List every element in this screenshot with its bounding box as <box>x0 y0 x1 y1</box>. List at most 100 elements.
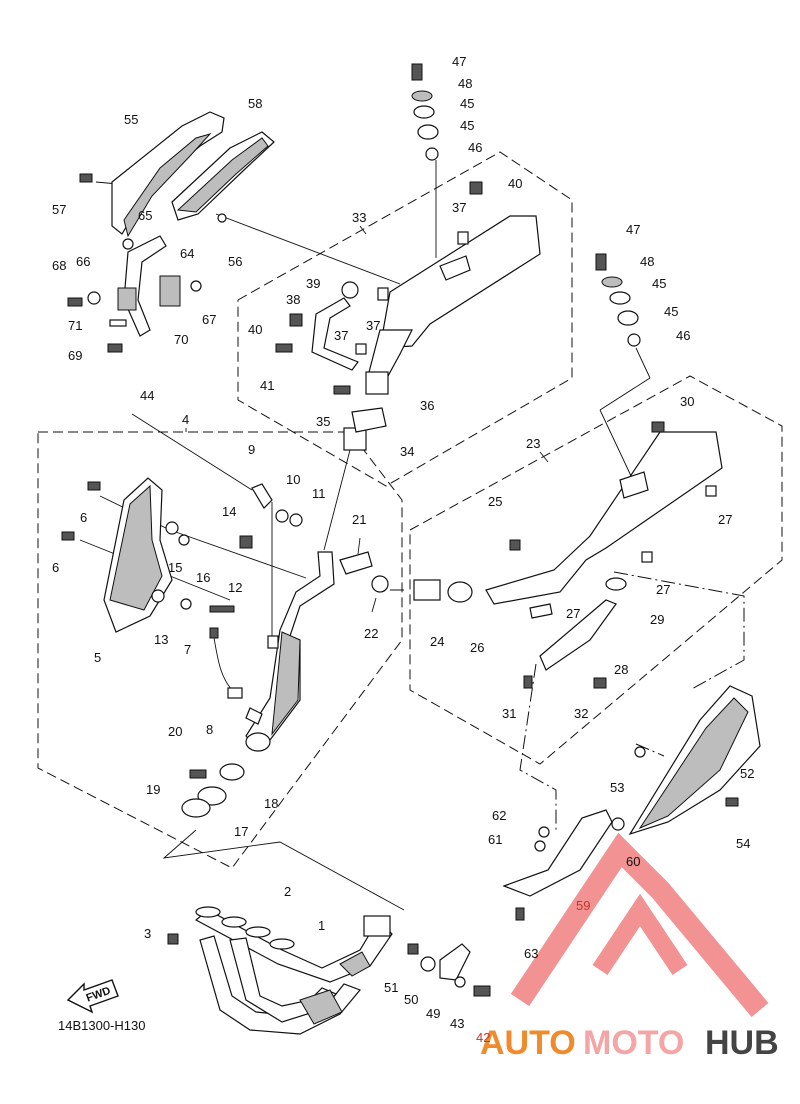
parts-21-22-24-26 <box>339 551 473 603</box>
callout-67: 67 <box>202 312 216 327</box>
diagram-code: 14B1300-H130 <box>58 1018 145 1033</box>
callout-23: 23 <box>526 436 540 451</box>
callout-61: 61 <box>488 832 502 847</box>
callout-7: 7 <box>184 642 191 657</box>
callout-44: 44 <box>140 388 154 403</box>
callout-41: 41 <box>260 378 274 393</box>
callout-57: 57 <box>52 202 66 217</box>
callout-32: 32 <box>574 706 588 721</box>
callout-39: 39 <box>306 276 320 291</box>
callout-43: 43 <box>450 1016 464 1031</box>
callout-14: 14 <box>222 504 236 519</box>
callout-26: 26 <box>470 640 484 655</box>
callout-28: 28 <box>614 662 628 677</box>
callout-50: 50 <box>404 992 418 1007</box>
callout-71: 71 <box>68 318 82 333</box>
callout-13: 13 <box>154 632 168 647</box>
callout-6: 6 <box>80 510 87 525</box>
callout-47: 47 <box>452 54 466 69</box>
callout-4: 4 <box>182 412 189 427</box>
parts-42-51 <box>407 943 491 997</box>
callout-48: 48 <box>458 76 472 91</box>
part-52-side-cover <box>628 685 761 836</box>
callout-12: 12 <box>228 580 242 595</box>
part-28-bracket <box>523 599 617 689</box>
callout-65: 65 <box>138 208 152 223</box>
part-1-exhaust-header <box>167 906 393 1035</box>
callout-36: 36 <box>420 398 434 413</box>
part-38-bracket <box>275 281 367 371</box>
part-23-right-muffler <box>485 421 723 619</box>
callout-45: 45 <box>460 96 474 111</box>
group-33-boundary <box>237 151 573 487</box>
callout-37: 37 <box>366 318 380 333</box>
callout-51: 51 <box>384 980 398 995</box>
stack-47-46-right <box>595 253 641 347</box>
callout-58: 58 <box>248 96 262 111</box>
callout-59: 59 <box>576 898 590 913</box>
stack-47-46-top <box>411 63 439 161</box>
group-23-boundary <box>409 375 783 765</box>
callout-52: 52 <box>740 766 754 781</box>
callout-6: 6 <box>52 560 59 575</box>
parts-9-10-11 <box>239 483 303 549</box>
fwd-arrow: FWD <box>66 979 119 1014</box>
callout-9: 9 <box>248 442 255 457</box>
callout-37: 37 <box>452 200 466 215</box>
callout-22: 22 <box>364 626 378 641</box>
callout-38: 38 <box>286 292 300 307</box>
callout-42: 42 <box>476 1030 490 1045</box>
callout-54: 54 <box>736 836 750 851</box>
callout-34: 34 <box>400 444 414 459</box>
callout-64: 64 <box>180 246 194 261</box>
callout-8: 8 <box>206 722 213 737</box>
callout-11: 11 <box>312 486 326 501</box>
callout-16: 16 <box>196 570 210 585</box>
callout-47: 47 <box>626 222 640 237</box>
callout-19: 19 <box>146 782 160 797</box>
callout-45: 45 <box>664 304 678 319</box>
callout-29: 29 <box>650 612 664 627</box>
fasteners-top-left <box>67 173 227 353</box>
callout-53: 53 <box>610 780 624 795</box>
callout-3: 3 <box>144 926 151 941</box>
callout-46: 46 <box>676 328 690 343</box>
callout-46: 46 <box>468 140 482 155</box>
callout-17: 17 <box>234 824 248 839</box>
callout-49: 49 <box>426 1006 440 1021</box>
callout-numbers: 1234566789101112131415161718192021222324… <box>52 54 754 1045</box>
callout-69: 69 <box>68 348 82 363</box>
callout-30: 30 <box>680 394 694 409</box>
part-33-rear-muffler <box>365 181 541 395</box>
group-4-boundary <box>37 431 403 869</box>
callout-21: 21 <box>352 512 366 527</box>
callout-5: 5 <box>94 650 101 665</box>
callout-24: 24 <box>430 634 444 649</box>
leader-lines <box>79 160 745 911</box>
watermark-moto: MOTO <box>583 1024 684 1062</box>
callout-45: 45 <box>460 118 474 133</box>
part-59-lower-cover <box>502 809 625 921</box>
callout-62: 62 <box>492 808 506 823</box>
callout-1: 1 <box>318 918 325 933</box>
callout-48: 48 <box>640 254 654 269</box>
part-8-sensor <box>209 627 263 725</box>
callout-15: 15 <box>168 560 182 575</box>
callout-10: 10 <box>286 472 300 487</box>
callout-70: 70 <box>174 332 188 347</box>
watermark-logo <box>510 832 769 1018</box>
callout-40: 40 <box>508 176 522 191</box>
callout-60: 60 <box>626 854 640 869</box>
callout-27: 27 <box>566 606 580 621</box>
callout-27: 27 <box>656 582 670 597</box>
callout-40: 40 <box>248 322 262 337</box>
group-boundaries <box>37 151 783 869</box>
callout-31: 31 <box>502 706 516 721</box>
callout-18: 18 <box>264 796 278 811</box>
part-64-bracket <box>117 235 181 337</box>
callout-2: 2 <box>284 884 291 899</box>
callout-37: 37 <box>334 328 348 343</box>
part-5-heat-cover <box>61 477 192 633</box>
callout-55: 55 <box>124 112 138 127</box>
